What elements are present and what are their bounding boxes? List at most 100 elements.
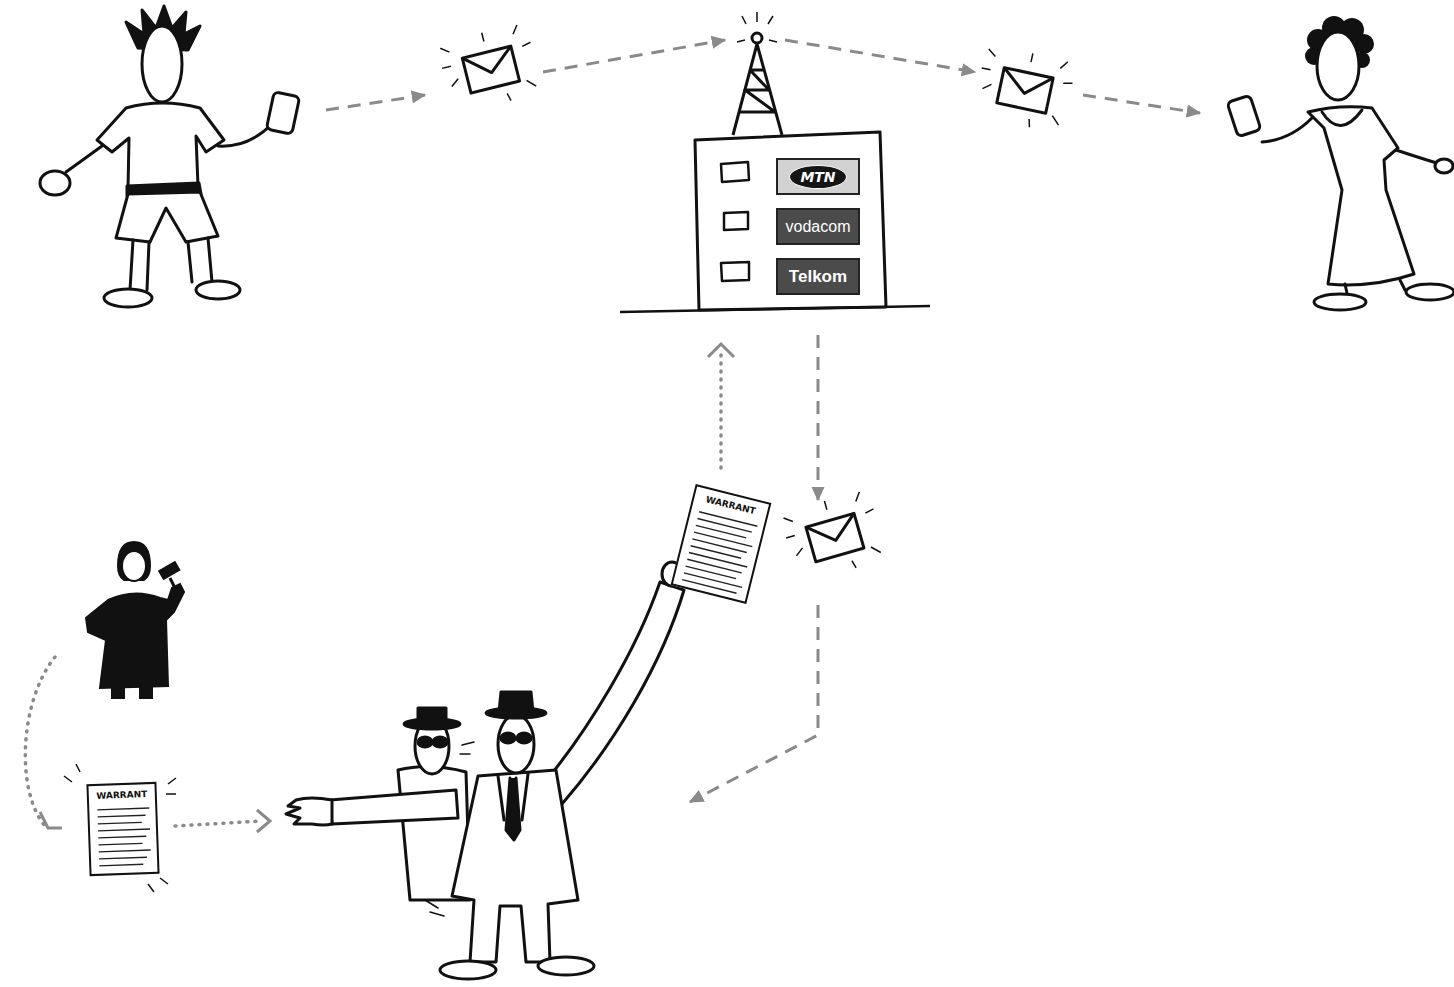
sketch-stroke bbox=[1262, 118, 1312, 142]
sketch-stroke bbox=[257, 810, 270, 832]
sketch-stroke bbox=[326, 95, 425, 110]
sketch-stroke bbox=[486, 708, 546, 718]
sketch-stroke bbox=[104, 289, 152, 307]
sketch-stroke bbox=[498, 715, 534, 773]
judge-silhouette bbox=[86, 542, 184, 698]
document-title: WARRANT bbox=[705, 494, 757, 516]
receiver-person bbox=[1227, 16, 1454, 310]
sketch-stroke bbox=[501, 733, 515, 743]
sketch-stroke bbox=[440, 961, 496, 979]
sketch-stroke bbox=[286, 798, 332, 825]
agents bbox=[286, 562, 684, 979]
operator-name: vodacom bbox=[786, 218, 851, 236]
sketch-stroke bbox=[721, 162, 749, 281]
sketch-stroke bbox=[142, 26, 182, 102]
sketch-stroke bbox=[112, 688, 152, 698]
text-line bbox=[684, 573, 742, 588]
sketch-stroke bbox=[538, 957, 594, 975]
sketch-stroke bbox=[1308, 107, 1414, 285]
sketch-stroke bbox=[266, 92, 299, 135]
warrant-flow-arrows bbox=[25, 348, 721, 826]
operator-building bbox=[620, 132, 930, 312]
sketch-stroke bbox=[64, 764, 176, 892]
text-line bbox=[696, 525, 746, 538]
message-envelope bbox=[779, 489, 888, 585]
text-line bbox=[692, 539, 746, 553]
sketch-stroke bbox=[40, 812, 62, 828]
sketch-stroke bbox=[1314, 294, 1366, 310]
operator-name: Telkom bbox=[789, 267, 847, 287]
text-line bbox=[697, 519, 751, 533]
arrow-chevrons bbox=[40, 344, 734, 832]
sketch-stroke bbox=[40, 171, 70, 195]
message-envelope bbox=[972, 44, 1077, 135]
provider-label: vodacom bbox=[776, 208, 860, 245]
sketch-stroke bbox=[1435, 159, 1453, 173]
warrant-document: WARRANT bbox=[86, 782, 159, 876]
sketch-stroke bbox=[690, 605, 818, 802]
text-line bbox=[691, 546, 741, 559]
sketch-stroke bbox=[498, 774, 528, 820]
sketch-stroke bbox=[175, 821, 262, 826]
text-line bbox=[98, 829, 150, 831]
sketch-stroke bbox=[97, 103, 224, 189]
sketch-stroke bbox=[545, 582, 684, 804]
sketch-stroke bbox=[620, 306, 930, 312]
sender-person bbox=[40, 6, 300, 307]
sketch-stroke bbox=[86, 584, 184, 688]
sketch-stroke bbox=[752, 33, 762, 43]
text-line bbox=[694, 532, 752, 547]
text-line bbox=[99, 857, 147, 859]
sketch-stroke bbox=[116, 192, 218, 242]
sketch-stroke bbox=[737, 12, 777, 42]
sketch-stroke bbox=[130, 238, 212, 290]
sketch-stroke bbox=[517, 733, 531, 743]
text-line bbox=[98, 815, 146, 817]
sketch-stroke bbox=[404, 719, 460, 729]
sketch-stroke bbox=[1406, 284, 1454, 300]
sketch-stroke bbox=[817, 335, 820, 500]
sketch-stroke bbox=[719, 348, 723, 468]
sketch-stroke bbox=[785, 40, 975, 72]
text-line bbox=[686, 566, 736, 579]
sketch-stroke bbox=[695, 132, 886, 310]
text-line bbox=[689, 553, 747, 568]
sketch-stroke bbox=[1396, 150, 1440, 164]
sketch-stroke bbox=[425, 742, 474, 916]
sketch-stroke bbox=[118, 542, 150, 580]
text-line bbox=[699, 512, 757, 527]
sketch-stroke bbox=[330, 790, 458, 824]
text-line bbox=[98, 836, 146, 838]
sketch-stroke bbox=[66, 146, 102, 172]
message-flow-arrows bbox=[326, 40, 1200, 802]
provider-label: Telkom bbox=[776, 258, 860, 295]
document-title: WARRANT bbox=[96, 789, 147, 801]
text-line bbox=[98, 822, 142, 824]
text-line bbox=[682, 580, 736, 594]
text-line bbox=[97, 808, 149, 810]
text-line bbox=[99, 864, 143, 866]
text-line bbox=[99, 850, 151, 852]
sketch-stroke bbox=[196, 281, 240, 299]
sketch-stroke bbox=[1083, 95, 1200, 113]
sketch-stroke bbox=[25, 657, 55, 826]
sketch-stroke bbox=[543, 40, 725, 72]
provider-label: MTN bbox=[776, 158, 860, 195]
message-envelope bbox=[436, 22, 543, 115]
sketch-stroke bbox=[218, 124, 272, 146]
sketch-stroke bbox=[170, 578, 176, 590]
operator-name: MTN bbox=[789, 165, 846, 189]
sketch-stroke bbox=[740, 70, 775, 112]
sketch-stroke bbox=[1317, 32, 1359, 100]
sketch-stroke bbox=[122, 551, 146, 581]
sketch-stroke bbox=[433, 737, 447, 747]
sketch-stroke bbox=[452, 770, 578, 962]
sketch-stroke bbox=[1227, 95, 1261, 137]
sketch-stroke bbox=[708, 344, 734, 357]
cell-tower bbox=[733, 12, 782, 135]
sketch-stroke bbox=[733, 44, 782, 135]
sketch-stroke bbox=[159, 562, 179, 579]
text-line bbox=[687, 559, 741, 573]
warrant-sparkles bbox=[64, 764, 176, 892]
